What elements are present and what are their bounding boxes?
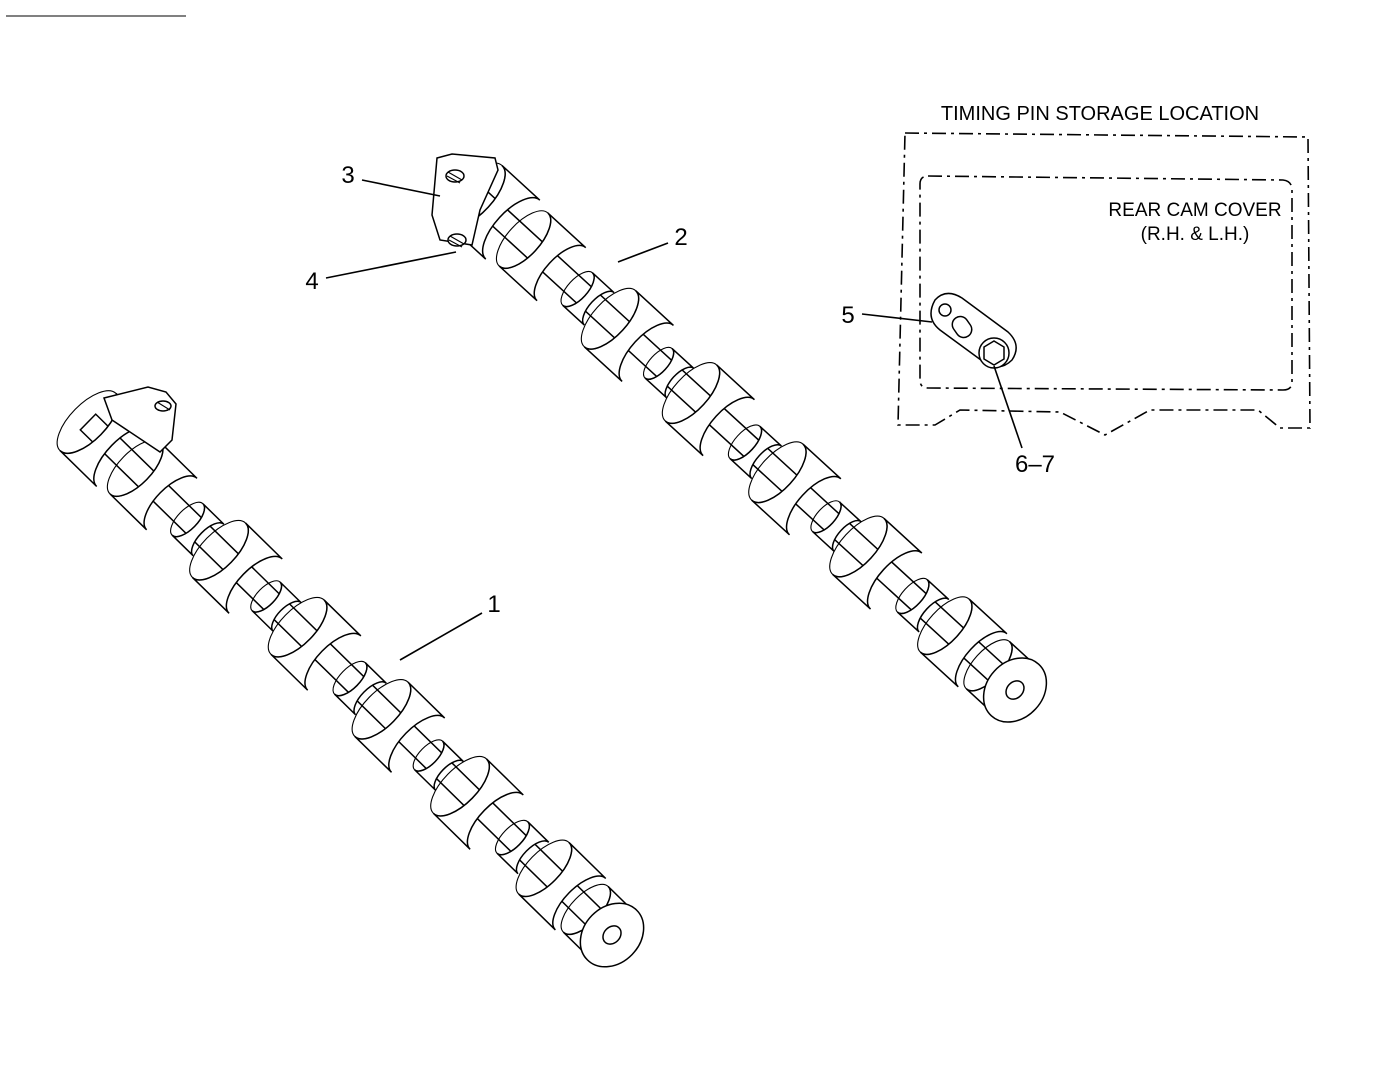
camshaft-1-flange [103, 386, 177, 453]
lobe-segment-edge [580, 287, 640, 350]
collar-segment-edge [250, 580, 283, 613]
callout-3: 3 [341, 162, 354, 189]
lobe-segment-edge [430, 756, 490, 817]
callout-2: 2 [674, 224, 687, 251]
leader-4 [325, 251, 457, 279]
collar-segment-edge [810, 500, 842, 534]
shaft-end-bore [602, 925, 622, 945]
stud-upper [445, 169, 465, 184]
leader-6-7 [993, 365, 1023, 449]
collar-segment-edge [560, 270, 595, 308]
camshaft-1 [56, 390, 645, 968]
lobe-segment-edge [267, 596, 328, 658]
stud-lower [447, 233, 467, 248]
callout-5: 5 [841, 302, 854, 329]
callout-4: 4 [305, 268, 318, 295]
lobe-segment-edge [829, 515, 888, 578]
shaft-end-bore [1005, 680, 1025, 700]
rear-cam-cover-label: REAR CAM COVER [1108, 200, 1281, 221]
lobe-segment-edge [515, 839, 573, 897]
lobe-segment-edge [189, 520, 249, 581]
camshaft-2 [444, 162, 1048, 723]
leader-1 [399, 612, 483, 661]
shaft-core [466, 185, 1024, 700]
collar-segment-edge [642, 346, 675, 380]
leader-5 [861, 313, 933, 323]
collar-segment-edge [895, 577, 930, 615]
leader-3 [361, 179, 441, 197]
lobe-segment-edge [748, 441, 807, 504]
callout-6-7: 6–7 [1015, 451, 1055, 478]
journal-segment-edge [56, 390, 120, 454]
storage-location-title: TIMING PIN STORAGE LOCATION [941, 103, 1259, 125]
lobe-segment-edge [917, 596, 973, 655]
rear-cam-cover-sublabel: (R.H. & L.H.) [1141, 224, 1250, 245]
shaft-core [79, 413, 621, 944]
collar-segment-edge [412, 739, 445, 772]
timing-pin-hex [978, 337, 1010, 369]
cam-cover-outline [897, 132, 1311, 436]
stud-cam1 [154, 400, 172, 412]
cam-cover-inner-outline [919, 175, 1293, 391]
lobe-segment-edge [351, 679, 412, 740]
lobe-segment-edge [495, 210, 552, 269]
collar-segment-edge [332, 660, 368, 697]
camshaft-2-flange [431, 153, 499, 248]
lobe-segment-edge [661, 362, 721, 424]
collar-segment-edge [170, 501, 206, 538]
collar-segment-edge [494, 819, 530, 856]
leader-2 [617, 242, 669, 263]
collar-segment-edge [727, 424, 763, 461]
callout-1: 1 [487, 591, 500, 618]
